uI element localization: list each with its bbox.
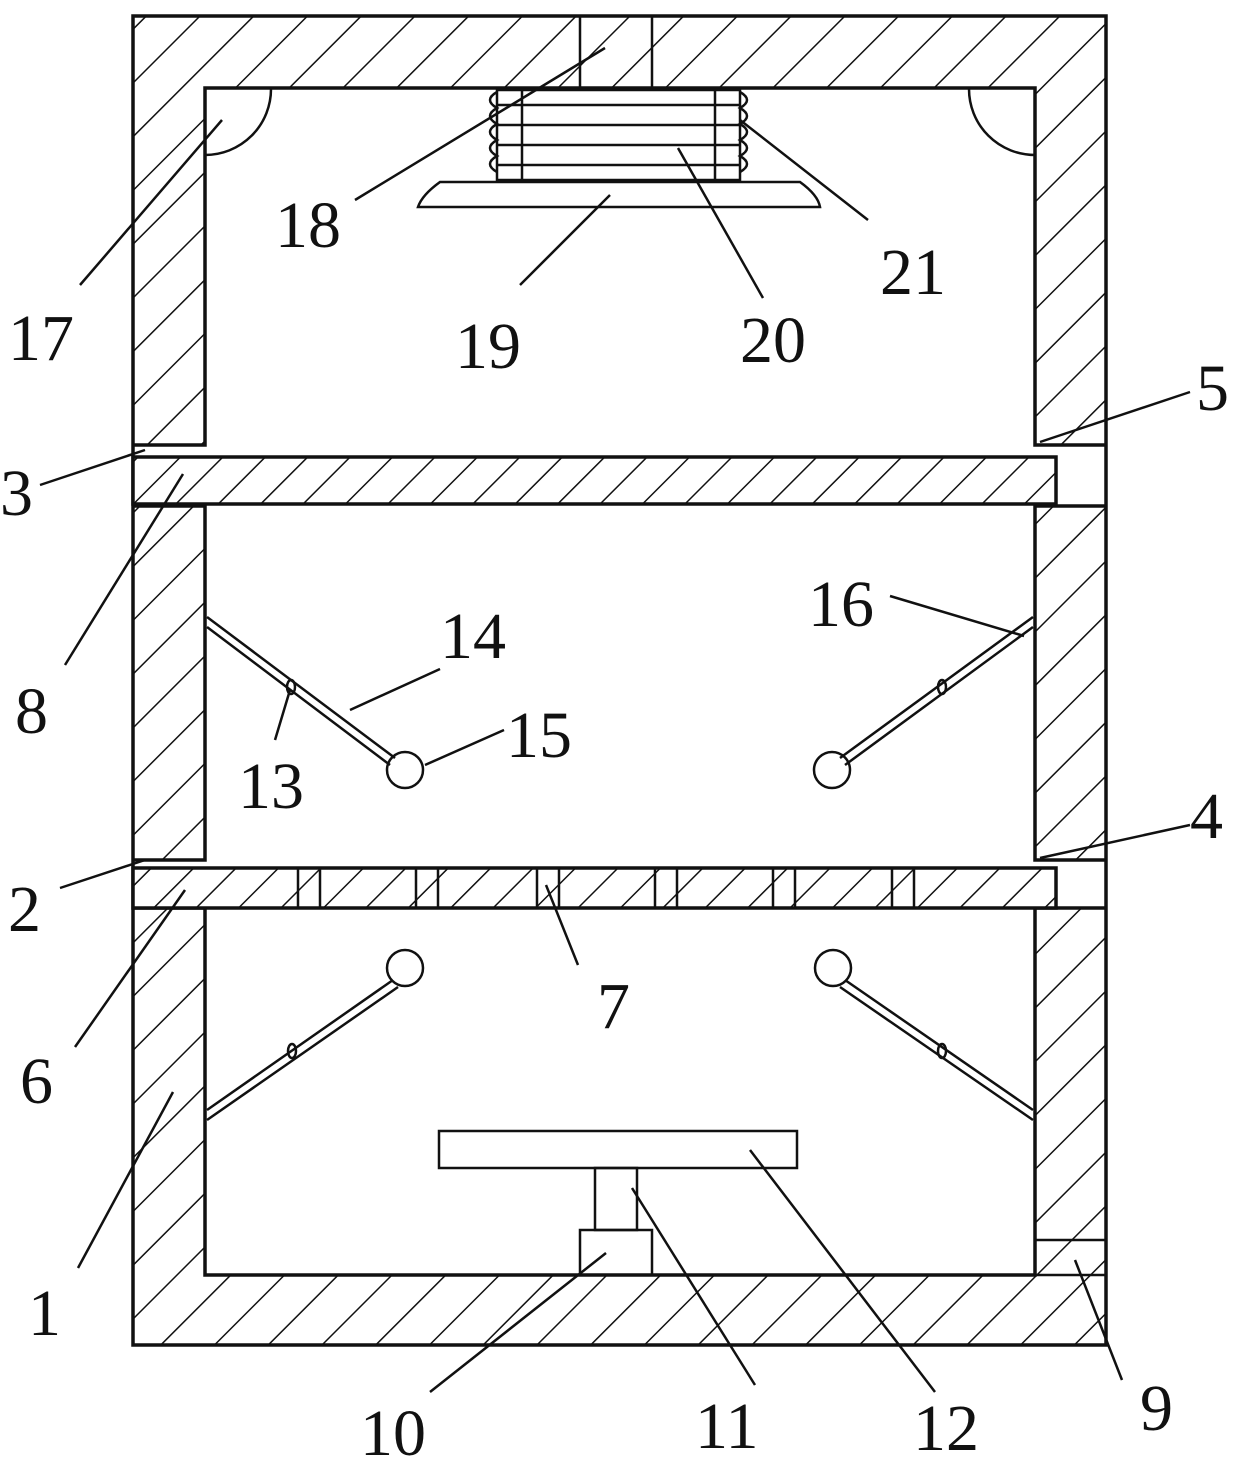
label-11: 11	[695, 1390, 759, 1460]
label-1: 1	[28, 1277, 61, 1350]
lower-perforated-plate	[133, 868, 1056, 908]
label-5: 5	[1196, 352, 1229, 425]
label-9: 9	[1140, 1372, 1173, 1445]
label-7: 7	[597, 970, 630, 1043]
label-12: 12	[913, 1392, 979, 1460]
label-10: 10	[360, 1397, 426, 1460]
label-3: 3	[0, 457, 33, 530]
upper-slide-plate	[133, 457, 1056, 504]
label-15: 15	[506, 699, 572, 772]
label-20: 20	[740, 304, 806, 377]
middle-arms	[207, 617, 1033, 788]
press-assembly	[418, 90, 820, 207]
label-17: 17	[8, 302, 74, 375]
label-8: 8	[15, 675, 48, 748]
label-6: 6	[20, 1045, 53, 1118]
label-14: 14	[440, 600, 506, 673]
label-2: 2	[8, 873, 41, 946]
lifting-table	[439, 1131, 797, 1275]
label-19: 19	[455, 310, 521, 383]
label-18: 18	[275, 189, 341, 262]
label-21: 21	[880, 236, 946, 309]
label-16: 16	[808, 568, 874, 641]
label-4: 4	[1190, 780, 1223, 853]
leader-lines	[40, 48, 1190, 1392]
label-13: 13	[238, 750, 304, 823]
